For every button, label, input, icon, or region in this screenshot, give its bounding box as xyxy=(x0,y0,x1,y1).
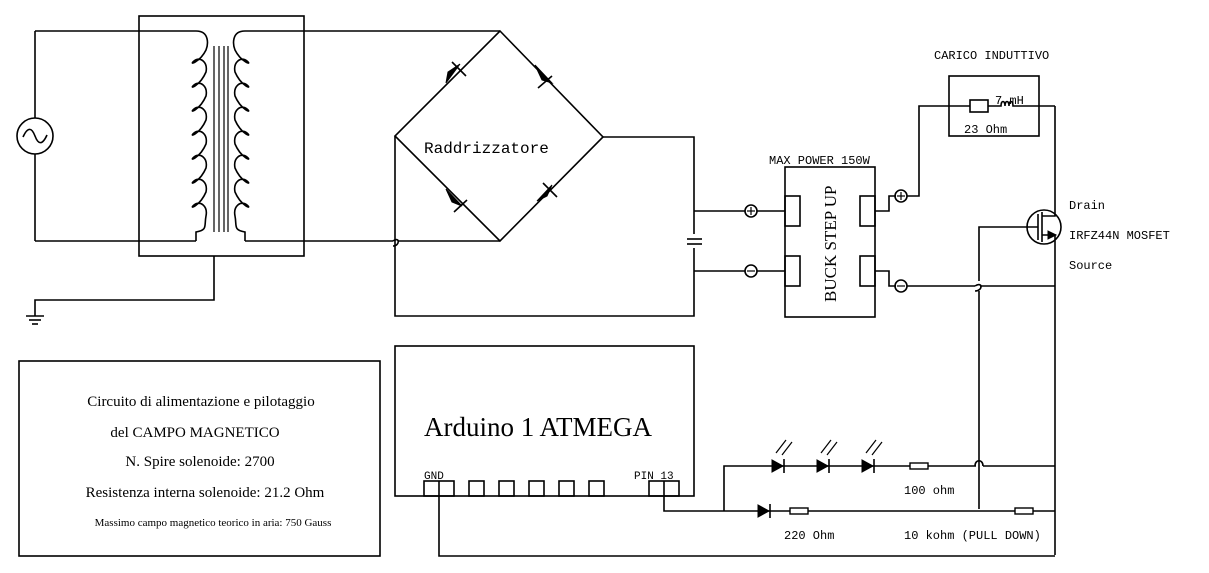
gnd-label: GND xyxy=(424,471,444,483)
info-line-3: N. Spire solenoide: 2700 xyxy=(125,454,274,470)
inductor-icon xyxy=(988,100,1055,107)
resistor-icon xyxy=(789,507,809,515)
filter-capacitor xyxy=(687,204,785,278)
arduino: Arduino 1 ATMEGA GND PIN 13 xyxy=(394,345,1055,557)
light-arrow xyxy=(826,441,838,456)
gate-branch: 220 Ohm 10 kohm (PULL DOWN) xyxy=(724,504,1055,543)
load-resistance-label: 23 Ohm xyxy=(964,123,1007,137)
diode-bar xyxy=(537,75,553,89)
drain-lead xyxy=(1042,208,1056,217)
wire xyxy=(875,195,896,212)
info-box-frame xyxy=(18,360,381,557)
converter-name: BUCK STEP UP xyxy=(821,185,840,302)
output-minus-pad xyxy=(859,255,876,287)
led-icon xyxy=(861,459,875,473)
header-pin xyxy=(498,480,515,497)
rectifier-label: Raddrizzatore xyxy=(424,140,549,158)
diode-icon xyxy=(445,188,463,207)
bridge-rectifier: Raddrizzatore xyxy=(393,29,695,317)
pin13-label: PIN 13 xyxy=(634,471,674,483)
input-minus-pad xyxy=(784,255,801,287)
primary-coil-icon xyxy=(191,30,209,241)
wire xyxy=(394,136,695,317)
source-arrow-icon xyxy=(1047,230,1058,240)
diode-icon xyxy=(534,64,554,85)
light-arrow xyxy=(865,439,877,454)
output-plus-pad xyxy=(859,195,876,227)
resistor-icon xyxy=(969,99,989,113)
arduino-label: Arduino 1 ATMEGA xyxy=(424,412,652,442)
info-line-2: del CAMPO MAGNETICO xyxy=(110,425,279,441)
light-arrow xyxy=(781,441,793,456)
diode-bridge-icon xyxy=(393,29,605,243)
gate-resistor-label: 220 Ohm xyxy=(784,529,834,543)
ac-source xyxy=(16,30,196,242)
diode-icon xyxy=(757,504,771,518)
gate-wire xyxy=(978,226,1038,281)
drain-label: Drain xyxy=(1069,199,1105,213)
source-label: Source xyxy=(1069,259,1112,273)
info-line-1: Circuito di alimentazione e pilotaggio xyxy=(87,394,314,410)
diode-icon xyxy=(445,63,461,84)
load-title: CARICO INDUTTIVO xyxy=(934,49,1049,63)
info-line-5: Massimo campo magnetico teorico in aria:… xyxy=(95,517,332,529)
header-pin xyxy=(588,480,605,497)
mosfet: Drain IRFZ44N MOSFET Source xyxy=(978,199,1170,555)
sine-wave-icon xyxy=(22,128,48,144)
diode-bar xyxy=(542,182,558,198)
pulldown-resistor-icon xyxy=(1014,507,1034,515)
resistor-icon xyxy=(909,462,929,470)
mosfet-label: IRFZ44N MOSFET xyxy=(1069,229,1170,243)
diode-icon xyxy=(536,184,553,202)
input-plus-pad xyxy=(784,195,801,227)
diode-bar xyxy=(451,61,467,77)
header-pin xyxy=(468,480,485,497)
gnd-wire xyxy=(438,481,1055,557)
inductive-load: CARICO INDUTTIVO 7 mH 23 Ohm xyxy=(934,49,1056,208)
converter-box xyxy=(784,166,876,318)
wire xyxy=(723,465,976,511)
header-pin xyxy=(558,480,575,497)
wire xyxy=(907,105,970,197)
transformer-enclosure xyxy=(138,15,305,257)
header-pin xyxy=(528,480,545,497)
pulldown-label: 10 kohm (PULL DOWN) xyxy=(904,529,1041,543)
buck-converter: MAX POWER 150W BUCK STEP UP xyxy=(769,105,1055,318)
diode-bar xyxy=(453,199,468,213)
info-line-4: Resistenza interna solenoide: 21.2 Ohm xyxy=(86,485,325,501)
converter-title: MAX POWER 150W xyxy=(769,154,871,168)
led-resistor-label: 100 ohm xyxy=(904,484,954,498)
light-arrow xyxy=(871,441,883,456)
light-arrow xyxy=(775,439,787,454)
info-box: Circuito di alimentazione e pilotaggio d… xyxy=(18,360,381,557)
light-arrow xyxy=(820,439,832,454)
secondary-coil-icon xyxy=(232,30,250,241)
pin13-wire xyxy=(663,481,724,512)
ground xyxy=(26,256,215,325)
wire xyxy=(875,270,896,287)
wire xyxy=(603,136,695,234)
led-branch: 100 ohm xyxy=(723,439,1055,511)
led-icon xyxy=(771,459,785,473)
wire xyxy=(34,256,215,316)
led-icon xyxy=(816,459,830,473)
inductance-label: 7 mH xyxy=(995,94,1024,108)
wire-crossover xyxy=(974,459,984,467)
transformer xyxy=(138,15,500,257)
